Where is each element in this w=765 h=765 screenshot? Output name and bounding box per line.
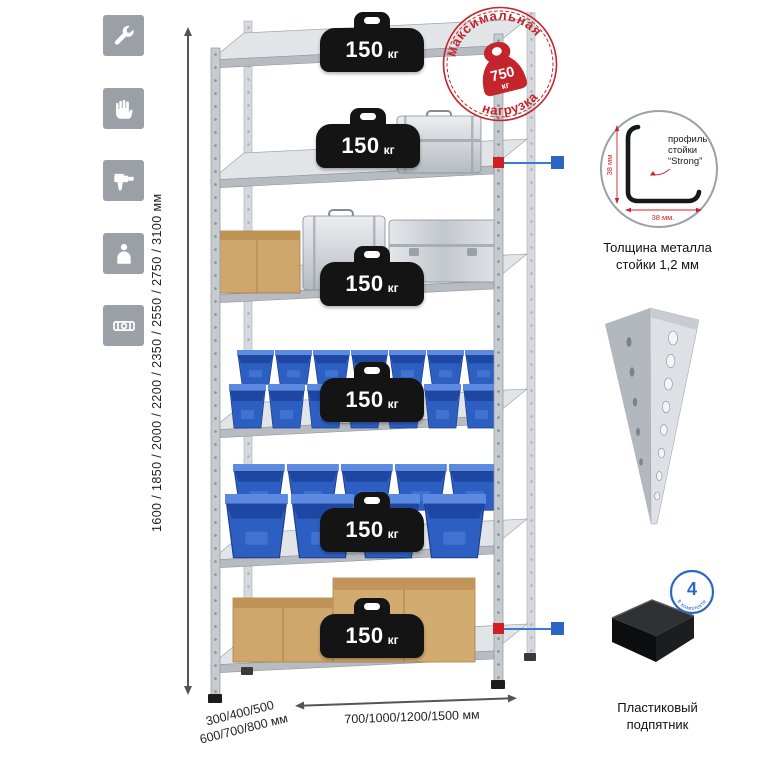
foot-caption: Пластиковый подпятник — [590, 700, 725, 734]
weight-handle-icon — [354, 246, 390, 262]
weight-handle-icon — [354, 362, 390, 378]
callout-marker-blue — [551, 156, 564, 169]
plastic-foot-illustration — [611, 599, 695, 662]
load-unit: кг — [387, 632, 399, 647]
stamp-unit: кг — [500, 79, 510, 91]
person-icon — [103, 233, 144, 274]
profile-caption: Толщина металла стойки 1,2 мм — [585, 240, 730, 274]
foot-caption-line2: подпятник — [626, 716, 689, 732]
weight-handle-icon — [354, 492, 390, 508]
callout-connector-line — [504, 162, 553, 164]
weight-icon — [482, 41, 528, 97]
profile-dim-horizontal: 38 мм. — [652, 213, 675, 222]
level-icon — [103, 305, 144, 346]
gloves-icon — [103, 88, 144, 129]
profile-dim-vertical: 38 мм — [605, 155, 614, 176]
profile-caption-line2: стойки 1,2 мм — [616, 256, 699, 272]
height-dimension-label: 1600 / 1850 / 2000 / 2200 / 2350 / 2550 … — [150, 193, 164, 533]
profile-label-3: “Strong” — [668, 156, 702, 167]
upright-post-illustration — [605, 307, 700, 525]
callout-marker-red — [493, 623, 504, 634]
foot-caption-line1: Пластиковый — [617, 700, 698, 715]
drill-icon — [103, 160, 144, 201]
load-unit: кг — [387, 396, 399, 411]
load-value: 150 — [345, 517, 384, 542]
weight-handle-icon — [354, 598, 390, 614]
badge-number: 4 — [687, 579, 697, 599]
profile-detail-circle: 38 мм 38 мм. профиль стойки “Strong” — [600, 110, 718, 228]
height-dimension-line — [183, 27, 192, 695]
load-value: 150 — [345, 623, 384, 648]
weight-handle-icon — [354, 12, 390, 28]
post-holes — [654, 330, 678, 501]
callout-marker-red — [493, 157, 504, 168]
callout-connector-line — [504, 628, 553, 630]
profile-label-1: профиль — [668, 134, 707, 145]
weight-handle-icon — [350, 108, 386, 124]
foot-count-badge: 4 в комплекте — [668, 568, 716, 621]
load-value: 150 — [341, 133, 380, 158]
load-unit: кг — [387, 526, 399, 541]
load-unit: кг — [383, 142, 395, 157]
strong-profile-section — [625, 124, 702, 204]
load-unit: кг — [387, 46, 399, 61]
callout-marker-blue — [551, 622, 564, 635]
post-slots — [626, 337, 643, 466]
profile-caption-line1: Толщина металла — [603, 240, 712, 255]
load-value: 150 — [345, 387, 384, 412]
stamp-value: 750 — [489, 64, 516, 85]
load-unit: кг — [387, 280, 399, 295]
cardboard-box — [213, 230, 301, 294]
wrench-icon — [103, 15, 144, 56]
rack-feet — [208, 653, 536, 703]
load-value: 150 — [345, 271, 384, 296]
profile-label-2: стойки — [668, 145, 697, 156]
load-value: 150 — [345, 37, 384, 62]
